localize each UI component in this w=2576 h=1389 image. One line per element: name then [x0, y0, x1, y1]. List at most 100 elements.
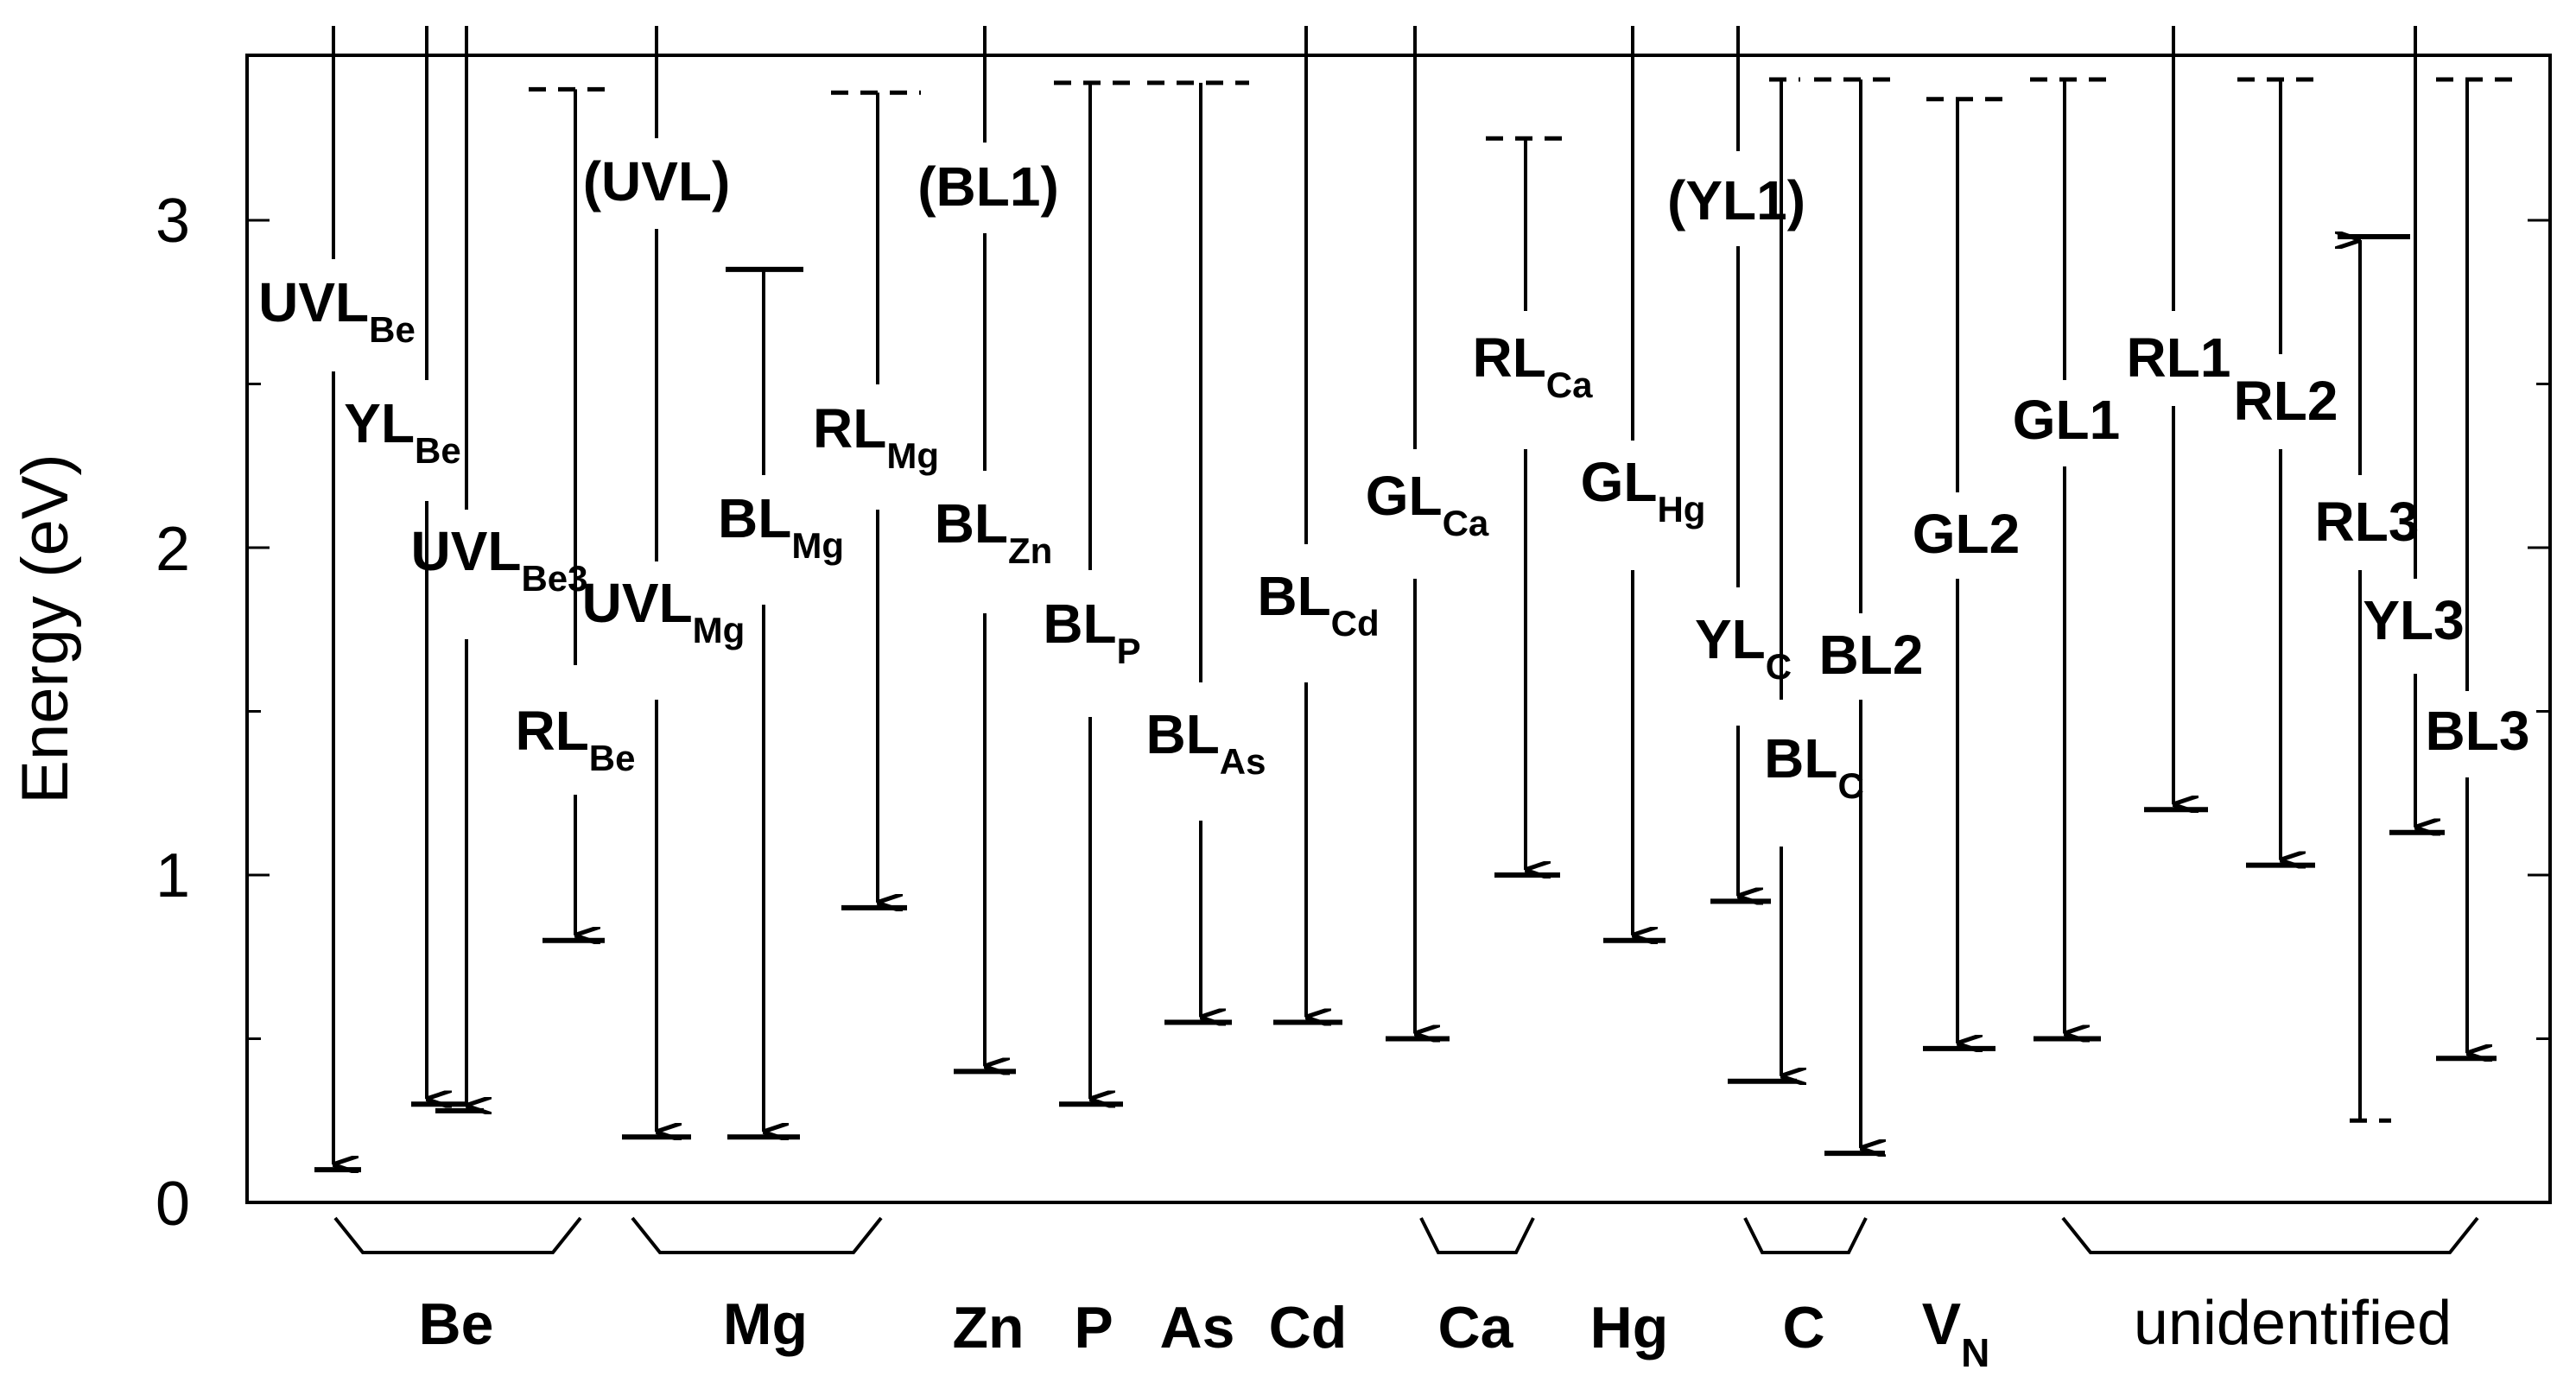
bl-zn-label: BLZn	[935, 492, 1053, 571]
bl-zn-alt-label: (BL1)	[917, 155, 1059, 218]
transition-uvl-be: UVLBe	[258, 26, 416, 1170]
uvl-be3-label-sub: Be3	[521, 558, 587, 599]
gl-ca-label: GLCa	[1366, 465, 1489, 543]
rl-be-label-main: RL	[515, 700, 588, 762]
uvl-mg-label-sub: Mg	[693, 610, 746, 650]
bl-p-label-sub: P	[1117, 631, 1141, 671]
gl-hg-label: GLHg	[1581, 451, 1706, 530]
group-label-as: As	[1160, 1295, 1235, 1360]
yl-c-label-main: YL	[1695, 608, 1766, 670]
group-brackets	[333, 1216, 2479, 1254]
group-label-c: C	[1782, 1295, 1824, 1360]
transition-gl1: GL1	[2013, 77, 2120, 1038]
transition-bl2: BL2	[1814, 77, 1924, 1153]
transitions: UVLBeYLBeUVLBe3RLBeUVLMg(UVL)BLMgRLMgBLZ…	[258, 26, 2529, 1170]
y-tick-label-3: 3	[155, 187, 190, 256]
uvl-be3-label: UVLBe3	[410, 520, 587, 599]
bl-as-label: BLAs	[1145, 703, 1266, 782]
group-label-vn-sub: N	[1961, 1330, 1989, 1375]
transition-bl-p: BLP	[1043, 80, 1141, 1104]
group-label-hg: Hg	[1590, 1295, 1669, 1360]
group-label-zn: Zn	[952, 1295, 1024, 1360]
y-ticks	[247, 219, 2550, 1040]
bl-mg-label: BLMg	[718, 487, 844, 566]
group-label-unidentified: unidentified	[2134, 1289, 2452, 1358]
rl2-label: RL2	[2234, 370, 2338, 432]
bracket-ca	[1419, 1217, 1535, 1254]
plot-frame	[245, 54, 2552, 1204]
bracket-unidentified	[2061, 1216, 2479, 1254]
transition-gl-hg: GLHg	[1581, 26, 1706, 941]
gl1-label-main: GL1	[2013, 389, 2120, 451]
rl3-label: RL3	[2315, 491, 2420, 553]
rl-be-label-sub: Be	[589, 738, 636, 778]
transition-rl2: RL2	[2234, 77, 2338, 866]
transition-bl-mg: BLMg	[718, 266, 844, 1137]
bl-cd-label-sub: Cd	[1331, 603, 1380, 644]
bl-c-label-main: BL	[1764, 727, 1837, 790]
group-label-ca: Ca	[1438, 1295, 1514, 1360]
y-tick-label-0: 0	[155, 1170, 190, 1239]
group-label-p: P	[1074, 1295, 1113, 1360]
bl-zn-label-main: BL	[935, 492, 1008, 555]
uvl-be-label-sub: Be	[369, 309, 416, 350]
yl-c-label: YLC	[1695, 608, 1792, 687]
transition-rl-be: RLBe	[515, 86, 636, 940]
rl-mg-label: RLMg	[813, 397, 939, 476]
bracket-mg	[631, 1216, 883, 1254]
yl3-label-main: YL3	[2363, 589, 2464, 651]
gl-hg-label-sub: Hg	[1657, 489, 1705, 530]
transition-gl2: GL2	[1913, 97, 2020, 1049]
transition-yl-be: YLBe	[344, 26, 466, 1104]
rl-ca-label: RLCa	[1472, 327, 1593, 405]
rl2-label-main: RL2	[2234, 370, 2338, 432]
transition-rl-mg: RLMg	[813, 90, 939, 908]
group-label-cd: Cd	[1269, 1295, 1348, 1360]
transition-gl-ca: GLCa	[1366, 26, 1489, 1039]
uvl-mg-alt-label: (UVL)	[583, 150, 731, 212]
group-label-vn: VN	[1922, 1291, 1990, 1375]
transition-yl3: YL3	[2363, 26, 2465, 833]
bl2-label: BL2	[1819, 624, 1924, 686]
group-label-vn-main: V	[1922, 1291, 1961, 1357]
gl2-label-main: GL2	[1913, 503, 2020, 565]
bl-mg-label-sub: Mg	[791, 525, 844, 566]
rl-be-label: RLBe	[515, 700, 635, 778]
group-label-be: Be	[419, 1291, 494, 1357]
transition-uvl-mg: UVLMg (UVL)	[582, 26, 746, 1137]
rl-ca-label-main: RL	[1472, 327, 1545, 389]
rl-mg-label-sub: Mg	[886, 435, 939, 476]
bl-cd-label: BLCd	[1257, 565, 1379, 644]
transition-bl3: BL3	[2426, 77, 2529, 1058]
gl-ca-label-main: GL	[1366, 465, 1443, 527]
transition-bl-zn: BLZn (BL1)	[917, 26, 1059, 1071]
bl-mg-label-main: BL	[718, 487, 791, 549]
yl3-label: YL3	[2363, 589, 2464, 651]
transition-uvl-be3: UVLBe3	[410, 26, 588, 1111]
bl-p-label-main: BL	[1043, 593, 1116, 655]
rl-ca-label-sub: Ca	[1546, 365, 1593, 405]
bracket-c	[1743, 1217, 1868, 1254]
yl-c-alt-label: (YL1)	[1667, 169, 1805, 232]
uvl-mg-label-main: UVL	[582, 572, 693, 634]
uvl-be-label: UVLBe	[258, 271, 416, 350]
yl-be-label-main: YL	[344, 392, 415, 454]
transition-bl-cd: BLCd	[1257, 26, 1380, 1023]
rl3-label-main: RL3	[2315, 491, 2420, 553]
bl-c-label: BLC	[1764, 727, 1864, 806]
gl-ca-label-sub: Ca	[1443, 503, 1489, 543]
gl1-label: GL1	[2013, 389, 2120, 451]
transition-rl3: RL3	[2315, 237, 2420, 1123]
rl1-label-main: RL1	[2127, 327, 2231, 389]
rl1-label: RL1	[2127, 327, 2231, 389]
bl-p-label: BLP	[1043, 593, 1140, 671]
bl-cd-label-main: BL	[1257, 565, 1330, 627]
bl-as-label-sub: As	[1220, 741, 1266, 782]
y-axis-label: Energy (eV)	[9, 453, 82, 804]
yl-be-label-sub: Be	[415, 430, 461, 471]
gl-hg-label-main: GL	[1581, 451, 1658, 513]
bl2-label-main: BL2	[1819, 624, 1924, 686]
bl-zn-label-sub: Zn	[1008, 530, 1052, 571]
transition-rl-ca: RLCa	[1472, 136, 1593, 875]
